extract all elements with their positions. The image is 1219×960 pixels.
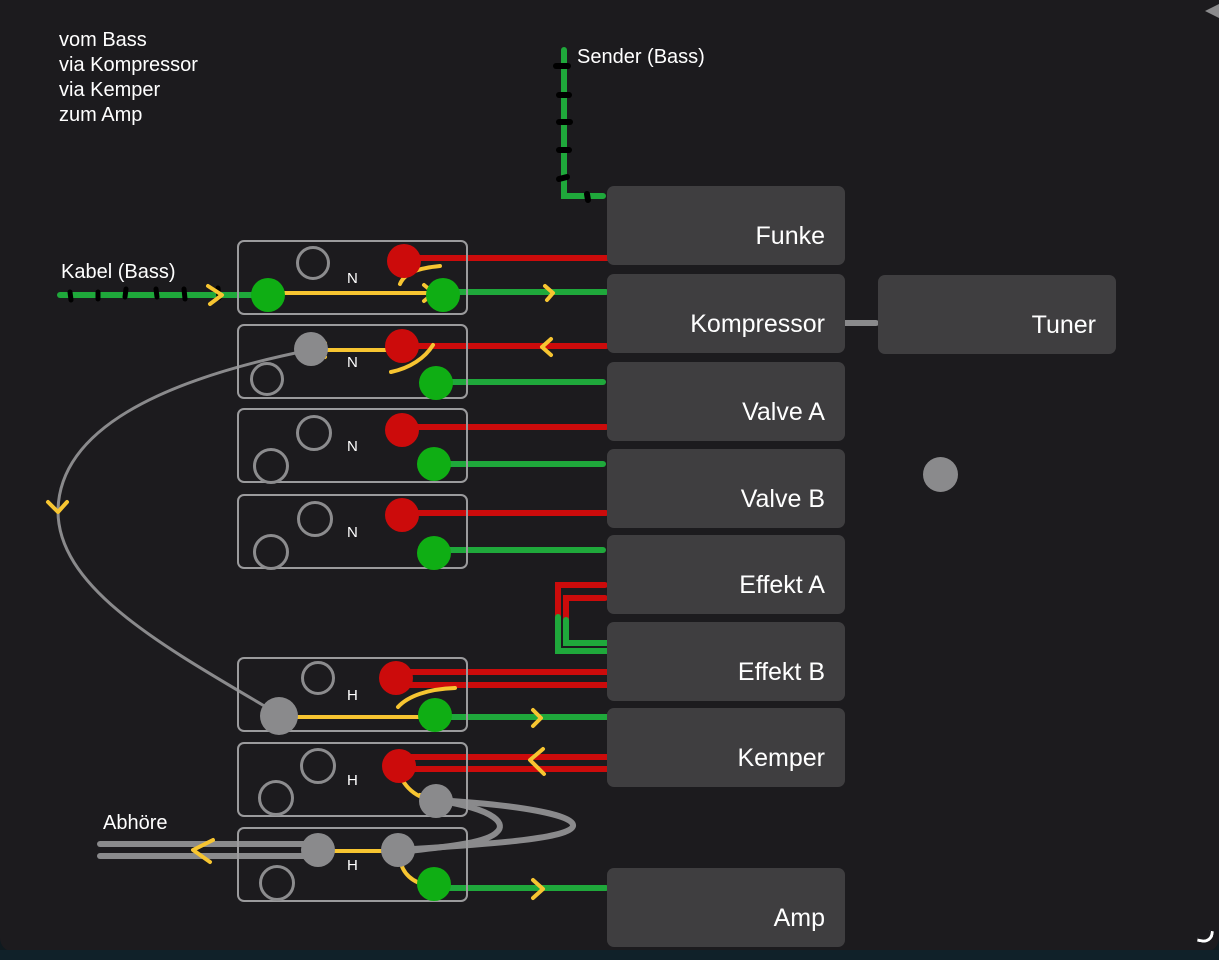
empty-jack[interactable] [301,661,335,695]
device-amp[interactable]: Amp [607,868,845,947]
jack-red[interactable] [382,749,416,783]
patchbay-2[interactable]: N [237,324,468,400]
jack-green[interactable] [417,867,451,901]
empty-jack[interactable] [253,448,289,484]
device-effekt-b[interactable]: Effekt B [607,622,845,701]
device-label: Tuner [1031,311,1096,339]
jack-green[interactable] [417,447,451,481]
jack-green[interactable] [251,278,285,312]
empty-jack[interactable] [300,748,336,784]
device-effekt-a[interactable]: Effekt A [607,535,845,614]
device-label: Kompressor [690,310,825,338]
jack-green[interactable] [419,366,453,400]
device-funke[interactable]: Funke [607,186,845,265]
effekt-loop-red-inner [563,595,608,623]
patch-mode: H [347,687,358,704]
empty-jack[interactable] [259,865,295,901]
device-label: Valve A [742,398,825,426]
floating-handle[interactable] [923,457,958,492]
patchbay-1[interactable]: N [237,240,468,315]
patch-mode: N [347,354,358,371]
patch-mode: N [347,438,358,455]
device-label: Funke [755,222,825,250]
patch-mode: N [347,270,358,287]
empty-jack[interactable] [296,246,330,280]
jack-red[interactable] [385,329,419,363]
device-valve-a[interactable]: Valve A [607,362,845,441]
jack-grey[interactable] [301,833,335,867]
device-tuner[interactable]: Tuner [878,275,1116,354]
empty-jack[interactable] [258,780,294,816]
effekt-loop-green-inner [563,617,613,646]
jack-green[interactable] [418,698,452,732]
empty-jack[interactable] [296,415,332,451]
device-label: Effekt B [737,658,825,686]
jack-grey[interactable] [381,833,415,867]
jack-green[interactable] [426,278,460,312]
jack-red[interactable] [387,244,421,278]
patchbay-3[interactable]: N [237,408,468,484]
empty-jack[interactable] [297,501,333,537]
effekt-loop-red-outer [555,582,608,618]
device-label: Valve B [740,485,825,513]
kemper-loop-inner [397,797,503,855]
empty-jack[interactable] [250,362,284,396]
collapse-handle-icon[interactable] [1205,4,1219,18]
routing-note: vom Bass via Kompressor via Kemper zum A… [59,29,198,126]
patchbay-7[interactable]: H [237,827,468,902]
sender-label: Sender (Bass) [577,46,705,68]
device-kompressor[interactable]: Kompressor [607,274,845,353]
patch-mode: H [347,772,358,789]
device-label: Effekt A [739,571,825,599]
device-kemper[interactable]: Kemper [607,708,845,787]
patchbay-6[interactable]: H [237,742,468,818]
kabel-label: Kabel (Bass) [61,261,176,283]
jack-grey[interactable] [419,784,453,818]
device-label: Amp [773,904,825,932]
jack-red[interactable] [385,413,419,447]
jack-green[interactable] [417,536,451,570]
sender-cable-dashes [553,63,591,203]
abhoere-label: Abhöre [103,812,168,834]
jack-red[interactable] [379,661,413,695]
jack-grey[interactable] [260,697,298,735]
background-strip [0,950,1219,960]
patchbay-4[interactable]: N [237,494,468,570]
jack-grey[interactable] [294,332,328,366]
device-valve-b[interactable]: Valve B [607,449,845,528]
patch-mode: H [347,857,358,874]
patch-mode: N [347,524,358,541]
jack-red[interactable] [385,498,419,532]
empty-jack[interactable] [253,534,289,570]
patchbay-5[interactable]: H [237,657,468,735]
effekt-loop-green-outer [555,614,613,654]
device-label: Kemper [737,744,825,772]
